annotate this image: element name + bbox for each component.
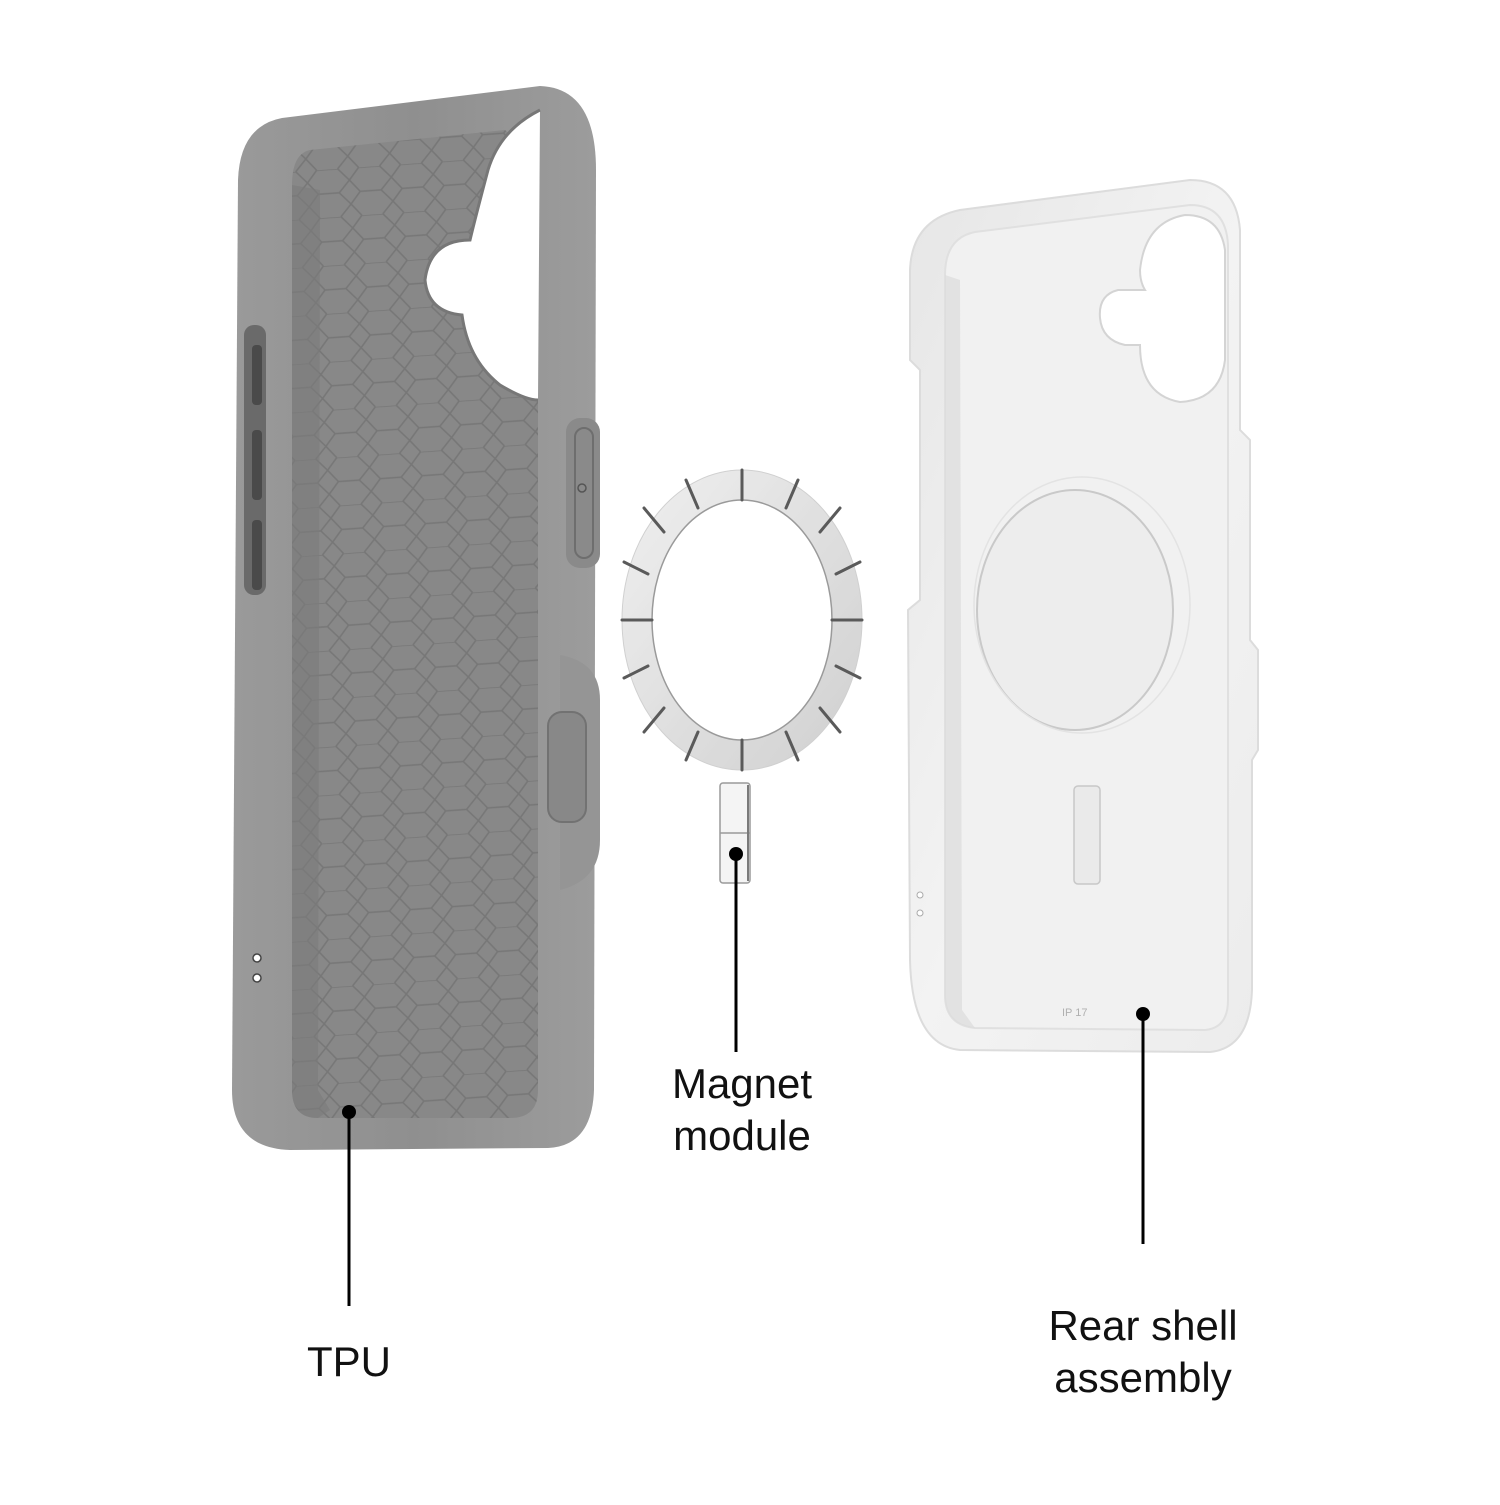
magnet-module-label: Magnet module bbox=[642, 1058, 842, 1162]
tpu-case bbox=[232, 86, 600, 1150]
rear-shell-label-line-2: assembly bbox=[1054, 1354, 1232, 1401]
magnet-ring bbox=[620, 468, 864, 772]
magnet-label-line-1: Magnet bbox=[671, 1060, 813, 1107]
magnet-label-line-2: module bbox=[673, 1112, 811, 1159]
ip-imprint: IP 17 bbox=[1062, 1007, 1088, 1019]
leader-dots bbox=[342, 847, 1150, 1119]
rear-shell-label: Rear shell assembly bbox=[1023, 1300, 1263, 1404]
leader-lines bbox=[347, 854, 1145, 1306]
tpu-label: TPU bbox=[249, 1336, 449, 1388]
tpu-label-line: TPU bbox=[307, 1338, 391, 1385]
magnet-bar bbox=[719, 782, 751, 884]
rear-shell: IP 17 bbox=[906, 178, 1259, 1054]
rear-shell-label-line-1: Rear shell bbox=[1048, 1302, 1238, 1349]
